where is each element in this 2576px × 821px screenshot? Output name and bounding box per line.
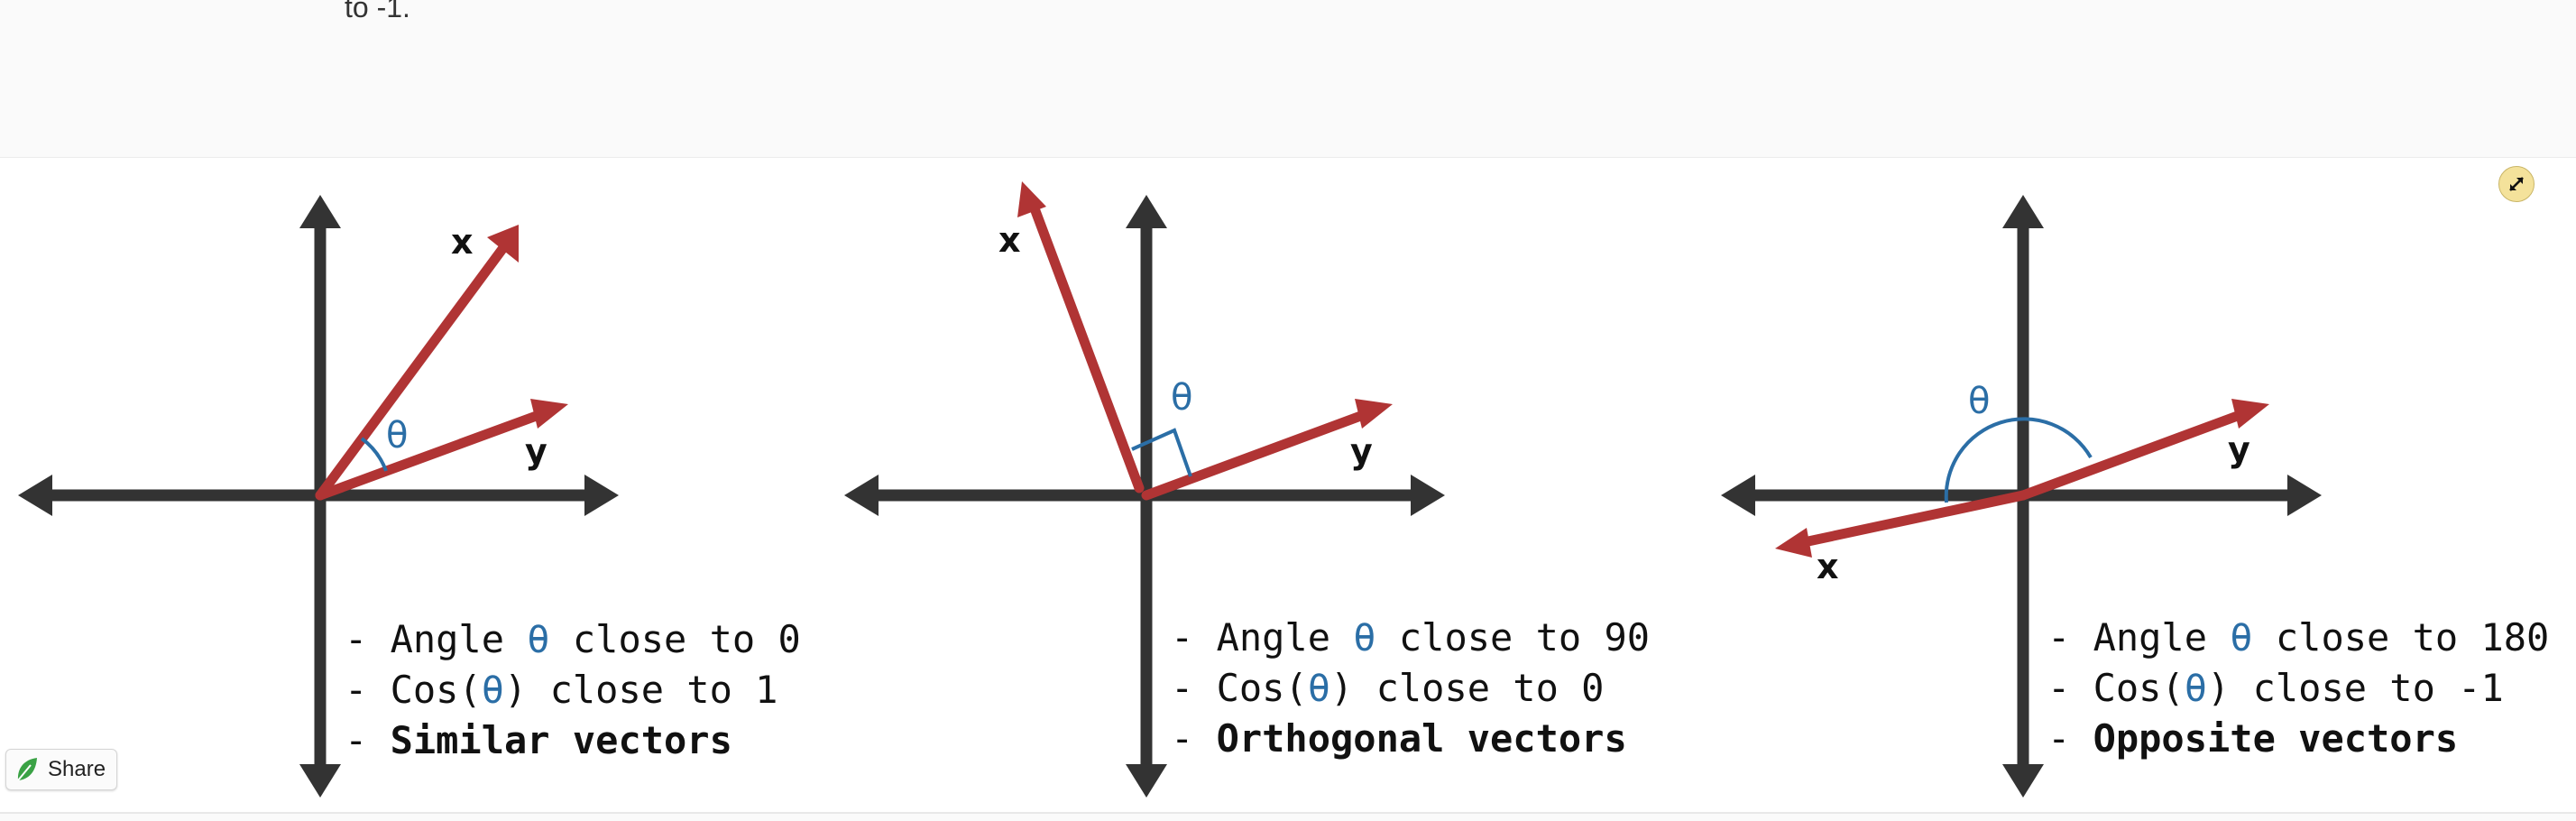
axis-arrow-right bbox=[584, 475, 619, 516]
panel-similar: θ x y - Angle θ close to 0 - Cos(θ) clos… bbox=[18, 195, 801, 798]
vector-x bbox=[1799, 490, 2029, 548]
caption-line-cos: - Cos(θ) close to 0 bbox=[1171, 666, 1604, 710]
intro-text-fragment: to -1. bbox=[345, 0, 410, 23]
x-label: x bbox=[998, 220, 1021, 260]
angle-arc bbox=[360, 437, 388, 472]
caption-line-cos: - Cos(θ) close to 1 bbox=[345, 668, 777, 712]
angle-arc bbox=[1944, 417, 2093, 503]
y-label: y bbox=[2228, 429, 2250, 469]
theta-label: θ bbox=[1968, 381, 1990, 422]
caption-line-angle: - Angle θ close to 90 bbox=[1171, 615, 1650, 660]
x-label: x bbox=[451, 222, 474, 262]
vector-x-arrowhead bbox=[487, 225, 519, 263]
axis-arrow-down bbox=[1126, 764, 1167, 798]
bottom-divider bbox=[0, 812, 2576, 814]
theta-label: θ bbox=[1171, 377, 1192, 419]
axis-arrow-down bbox=[2002, 764, 2044, 798]
vector-x bbox=[315, 244, 508, 501]
caption-line-angle: - Angle θ close to 0 bbox=[345, 617, 801, 661]
x-label: x bbox=[1817, 547, 1839, 586]
caption-line-verdict: - Similar vectors bbox=[345, 718, 732, 762]
cosine-similarity-figure: θ x y - Angle θ close to 0 - Cos(θ) clos… bbox=[0, 157, 2576, 813]
axis-arrow-right bbox=[2287, 475, 2322, 516]
expand-icon bbox=[2509, 177, 2524, 191]
axis-arrow-left bbox=[18, 475, 52, 516]
vector-x-arrowhead bbox=[1017, 181, 1046, 217]
expand-button[interactable] bbox=[2498, 166, 2535, 202]
vector-x bbox=[1029, 203, 1145, 494]
caption-line-angle: - Angle θ close to 180 bbox=[2047, 615, 2549, 660]
vector-y bbox=[2018, 409, 2248, 501]
vector-y-arrowhead bbox=[530, 399, 568, 429]
share-label: Share bbox=[48, 757, 106, 781]
axis-arrow-right bbox=[1411, 475, 1445, 516]
vector-y-arrowhead bbox=[2231, 399, 2269, 429]
vector-y bbox=[315, 409, 547, 501]
caption-line-verdict: - Orthogonal vectors bbox=[1171, 716, 1627, 761]
share-button[interactable]: Share bbox=[5, 749, 118, 790]
vectors-diagram: θ x y - Angle θ close to 0 - Cos(θ) clos… bbox=[18, 181, 2549, 798]
theta-label: θ bbox=[386, 415, 408, 457]
axis-arrow-left bbox=[1721, 475, 1755, 516]
vector-y-arrowhead bbox=[1355, 399, 1393, 429]
panel-opposite: θ x y - Angle θ close to 180 - Cos(θ) cl… bbox=[1721, 195, 2549, 798]
axis-arrow-up bbox=[2002, 195, 2044, 228]
axis-arrow-down bbox=[299, 764, 341, 798]
vector-x-arrowhead bbox=[1775, 528, 1812, 558]
axis-arrow-left bbox=[844, 475, 879, 516]
y-label: y bbox=[525, 431, 547, 471]
right-angle-marker bbox=[1131, 428, 1192, 477]
axis-arrow-up bbox=[299, 195, 341, 228]
axis-arrow-up bbox=[1126, 195, 1167, 228]
vector-y bbox=[1141, 409, 1371, 501]
caption-line-cos: - Cos(θ) close to -1 bbox=[2047, 666, 2504, 710]
panel-orthogonal: θ x y - Angle θ close to 90 - Cos(θ) clo… bbox=[844, 181, 1650, 798]
leaf-icon bbox=[17, 758, 37, 781]
y-label: y bbox=[1350, 431, 1373, 471]
caption-line-verdict: - Opposite vectors bbox=[2047, 716, 2458, 761]
